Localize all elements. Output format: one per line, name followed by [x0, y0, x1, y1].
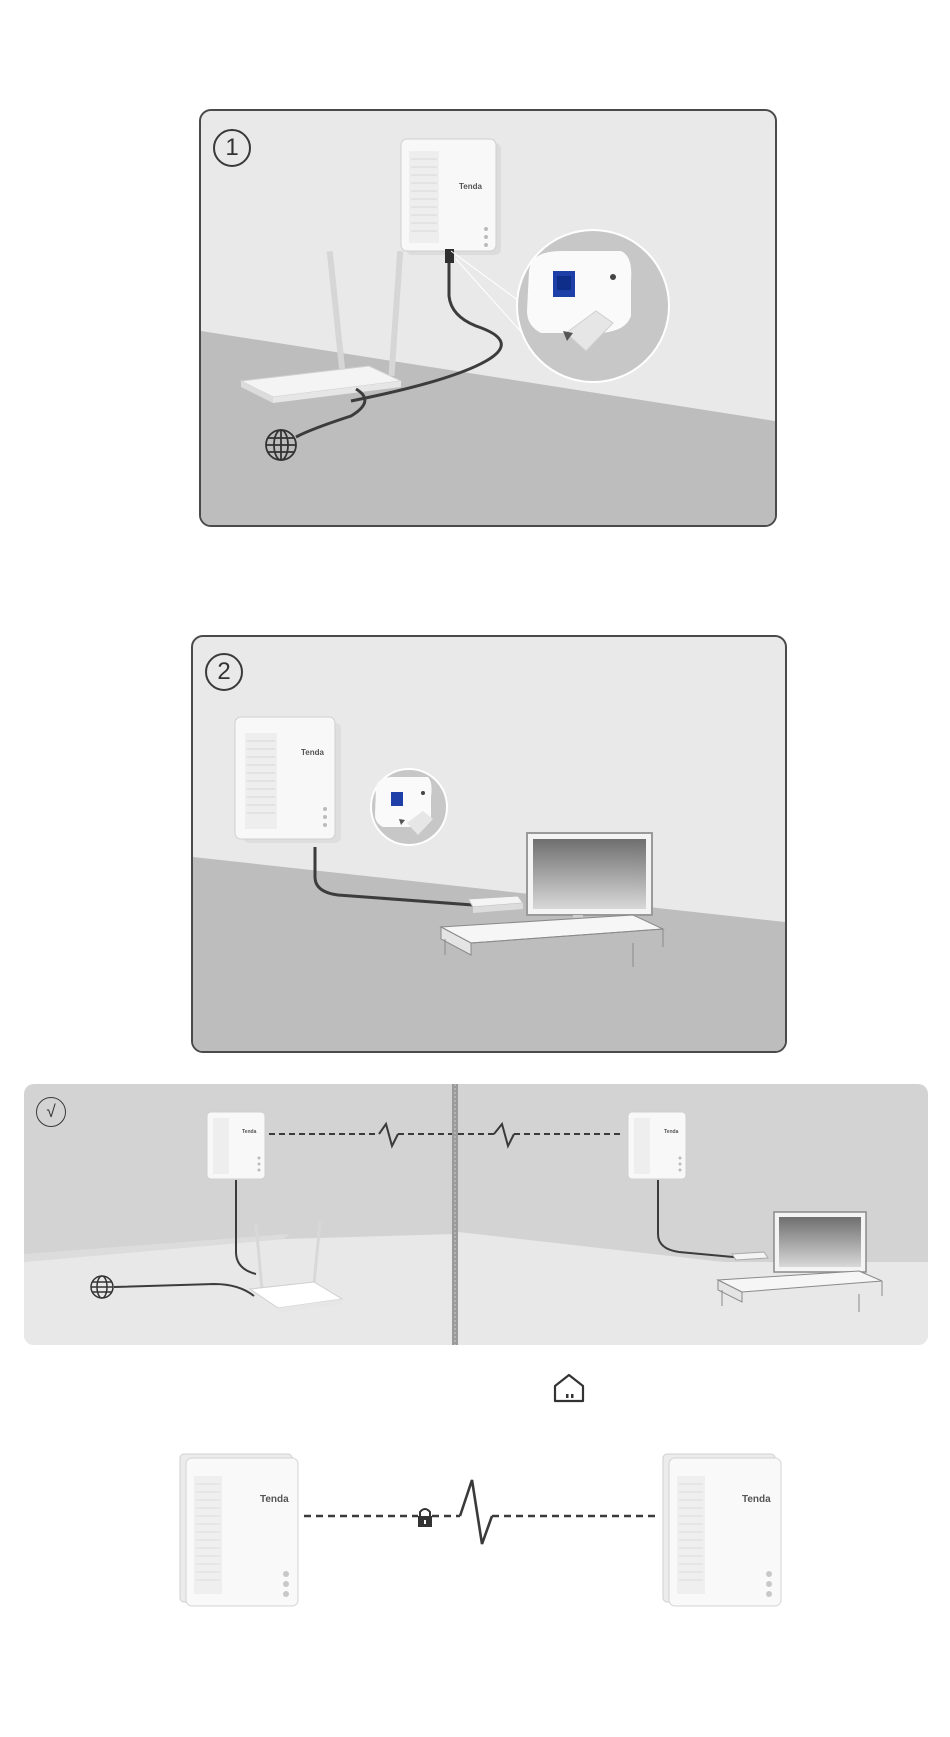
result-illustration: Tenda Tenda: [24, 1084, 928, 1345]
step-1-illustration: Tenda: [201, 111, 775, 525]
svg-text:Tenda: Tenda: [664, 1129, 679, 1135]
powerline-adapter-left: Tenda: [180, 1454, 298, 1606]
television: [774, 1212, 866, 1281]
brand-logo: Tenda: [301, 748, 325, 757]
brand-logo: Tenda: [260, 1494, 289, 1505]
lock-icon: [418, 1509, 432, 1527]
step-2-panel: Tenda: [191, 635, 787, 1053]
step-2-illustration: Tenda: [193, 637, 785, 1051]
svg-text:Tenda: Tenda: [242, 1129, 257, 1135]
powerline-adapter-left: Tenda: [207, 1112, 265, 1179]
powerline-signal: [304, 1480, 660, 1544]
powerline-adapter: Tenda: [401, 139, 496, 251]
result-panel: Tenda Tenda: [24, 1084, 928, 1345]
powerline-adapter-right: Tenda: [628, 1112, 686, 1179]
set-top-box: [732, 1252, 768, 1260]
router: [241, 251, 403, 403]
step-number-badge: 1: [213, 129, 251, 167]
port-zoom: [517, 230, 669, 382]
step-number-badge: 2: [205, 653, 243, 691]
brand-logo: Tenda: [459, 182, 483, 191]
port-zoom: [371, 769, 447, 845]
powerline-adapter: Tenda: [235, 717, 341, 843]
globe-icon: [266, 430, 296, 460]
powerline-adapter-right: Tenda: [663, 1454, 781, 1606]
powerline-signal: [269, 1124, 624, 1146]
check-badge: √: [36, 1097, 66, 1127]
home-icon: [552, 1372, 586, 1404]
adapter-pairing-illustration: Tenda Tenda: [160, 1440, 810, 1620]
brand-logo: Tenda: [742, 1494, 771, 1505]
check-mark: √: [46, 1102, 55, 1122]
step-1-panel: Tenda: [199, 109, 777, 527]
